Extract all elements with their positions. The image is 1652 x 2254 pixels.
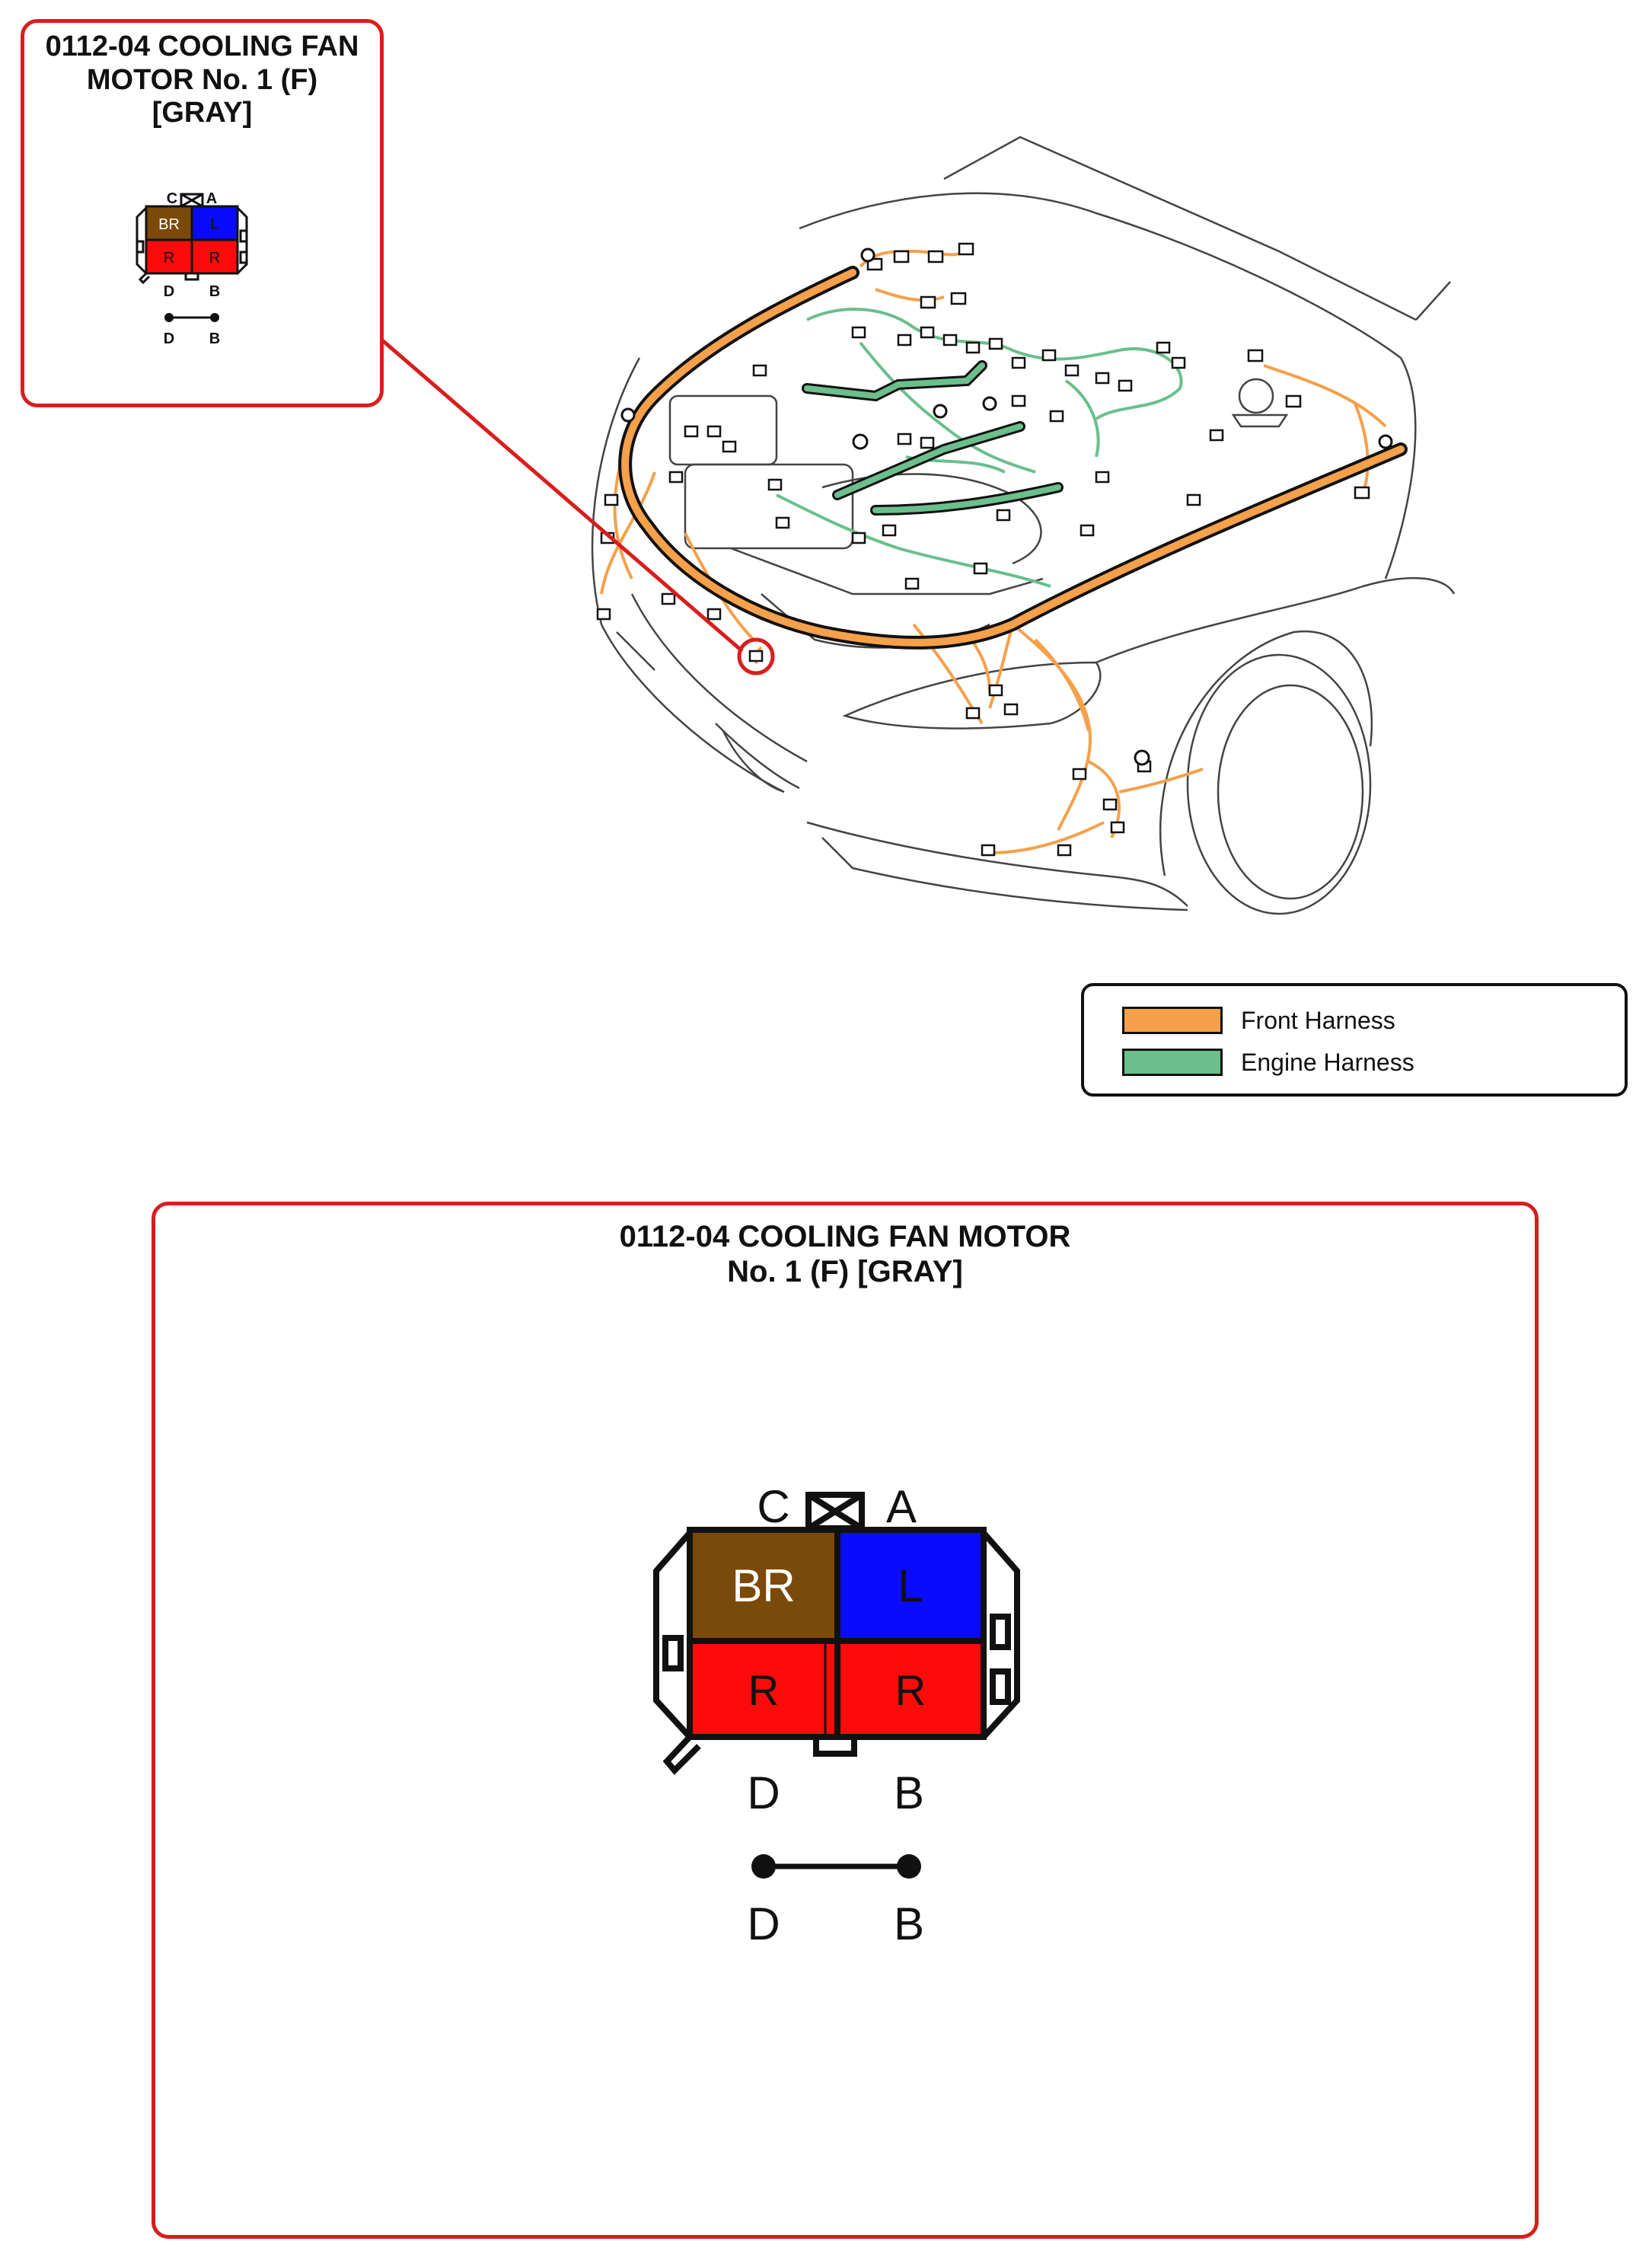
short-circuit-link <box>164 313 219 322</box>
pin-label: A <box>206 190 217 207</box>
wire-color-label: R <box>895 1666 926 1714</box>
short-circuit-pin-label: D <box>164 330 174 347</box>
pin-cell-b <box>834 1638 987 1740</box>
inset-title-line: 0112-04 COOLING FAN <box>45 30 359 62</box>
pin-label: D <box>164 283 174 300</box>
connector-body <box>653 1492 1020 1775</box>
harness-connectors <box>596 242 1370 857</box>
pin-label: C <box>167 190 177 207</box>
inset-title-line: MOTOR No. 1 (F) <box>86 63 318 96</box>
connector-detail-panel: 0112-04 COOLING FAN MOTOR No. 1 (F) [GRA… <box>151 1202 1539 2239</box>
main-title-line: No. 1 (F) [GRAY] <box>727 1255 963 1288</box>
harness-grommets <box>620 247 1393 766</box>
leader-line <box>379 337 744 653</box>
short-circuit-link <box>751 1854 921 1879</box>
legend-swatch-front-harness <box>1122 1007 1223 1034</box>
wire-color-label: R <box>209 250 220 267</box>
legend-label: Front Harness <box>1241 1006 1395 1034</box>
main-connector-face: BR L R R C A D B D B <box>653 1481 1020 1949</box>
connector-inset-panel: 0112-04 COOLING FAN MOTOR No. 1 (F) [GRA… <box>21 19 384 407</box>
main-title: 0112-04 COOLING FAN MOTOR No. 1 (F) [GRA… <box>155 1219 1535 1289</box>
wire-color-label: L <box>210 216 218 233</box>
pin-label: A <box>886 1481 917 1532</box>
pin-label: B <box>209 283 220 300</box>
short-circuit-pin-label: D <box>747 1898 780 1949</box>
legend-item-engine-harness: Engine Harness <box>1122 1047 1414 1078</box>
inset-title: 0112-04 COOLING FAN MOTOR No. 1 (F) [GRA… <box>24 30 380 130</box>
pin-cell-c <box>145 205 193 241</box>
pin-cell-a <box>834 1527 987 1644</box>
connector-location-marker <box>737 637 775 675</box>
pin-label: B <box>894 1767 924 1818</box>
pin-label: D <box>747 1767 780 1818</box>
inset-connector-face: BR L R R C A D B D B <box>136 190 248 347</box>
harness-legend: Front Harness Engine Harness <box>1081 983 1628 1097</box>
pin-cell-b <box>190 238 239 275</box>
vehicle-harness-diagram <box>379 136 1456 915</box>
wire-color-label: R <box>748 1666 779 1714</box>
main-title-line: 0112-04 COOLING FAN MOTOR <box>619 1220 1071 1253</box>
wire-color-label: BR <box>158 216 180 233</box>
wire-color-label: BR <box>732 1560 795 1611</box>
short-circuit-pin-label: B <box>209 330 220 347</box>
short-circuit-pin-label: B <box>894 1898 924 1949</box>
legend-label: Engine Harness <box>1241 1048 1414 1076</box>
inset-title-line: [GRAY] <box>151 97 253 129</box>
legend-item-front-harness: Front Harness <box>1122 1005 1395 1036</box>
wire-color-label: R <box>164 250 174 267</box>
front-harness-trunk <box>621 269 1405 647</box>
pin-label: C <box>757 1481 789 1532</box>
vehicle-outline <box>591 136 1456 915</box>
wire-color-label: L <box>898 1560 923 1611</box>
engine-harness-trunk-fill <box>804 362 1061 513</box>
legend-swatch-engine-harness <box>1122 1049 1223 1076</box>
